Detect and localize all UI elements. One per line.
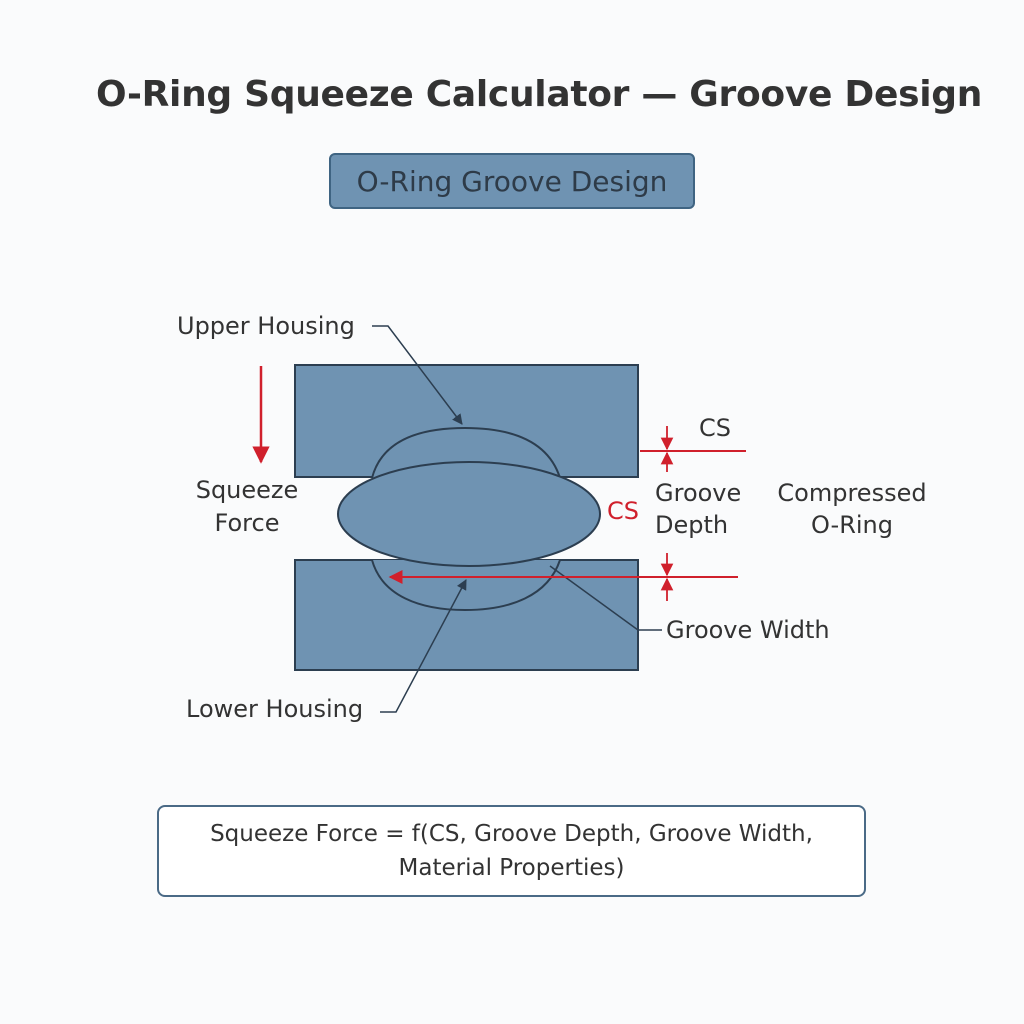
label-groove-width: Groove Width <box>666 616 830 644</box>
formula-line-1: Squeeze Force = f(CS, Groove Depth, Groo… <box>210 821 813 847</box>
label-upper-housing: Upper Housing <box>177 312 355 340</box>
label-force: Force <box>215 509 280 537</box>
label-groove: Groove <box>655 479 741 507</box>
label-cs-red: CS <box>607 497 639 525</box>
section-badge-label: O-Ring Groove Design <box>356 164 668 198</box>
formula-box: Squeeze Force = f(CS, Groove Depth, Groo… <box>157 805 866 897</box>
label-lower-housing: Lower Housing <box>186 695 363 723</box>
label-depth: Depth <box>655 511 728 539</box>
upper-housing-leader <box>372 325 463 425</box>
label-cs-top: CS <box>699 414 731 442</box>
formula-line-2: Material Properties) <box>398 855 625 881</box>
label-o-ring: O-Ring <box>811 511 893 539</box>
groove-width-leader <box>549 565 662 631</box>
lower-housing-leader <box>380 579 467 713</box>
label-compressed: Compressed <box>777 479 926 507</box>
label-squeeze: Squeeze <box>196 476 299 504</box>
page-title: O-Ring Squeeze Calculator — Groove Desig… <box>96 74 983 115</box>
section-badge: O-Ring Groove Design <box>329 153 695 209</box>
compressed-o-ring <box>337 461 601 567</box>
